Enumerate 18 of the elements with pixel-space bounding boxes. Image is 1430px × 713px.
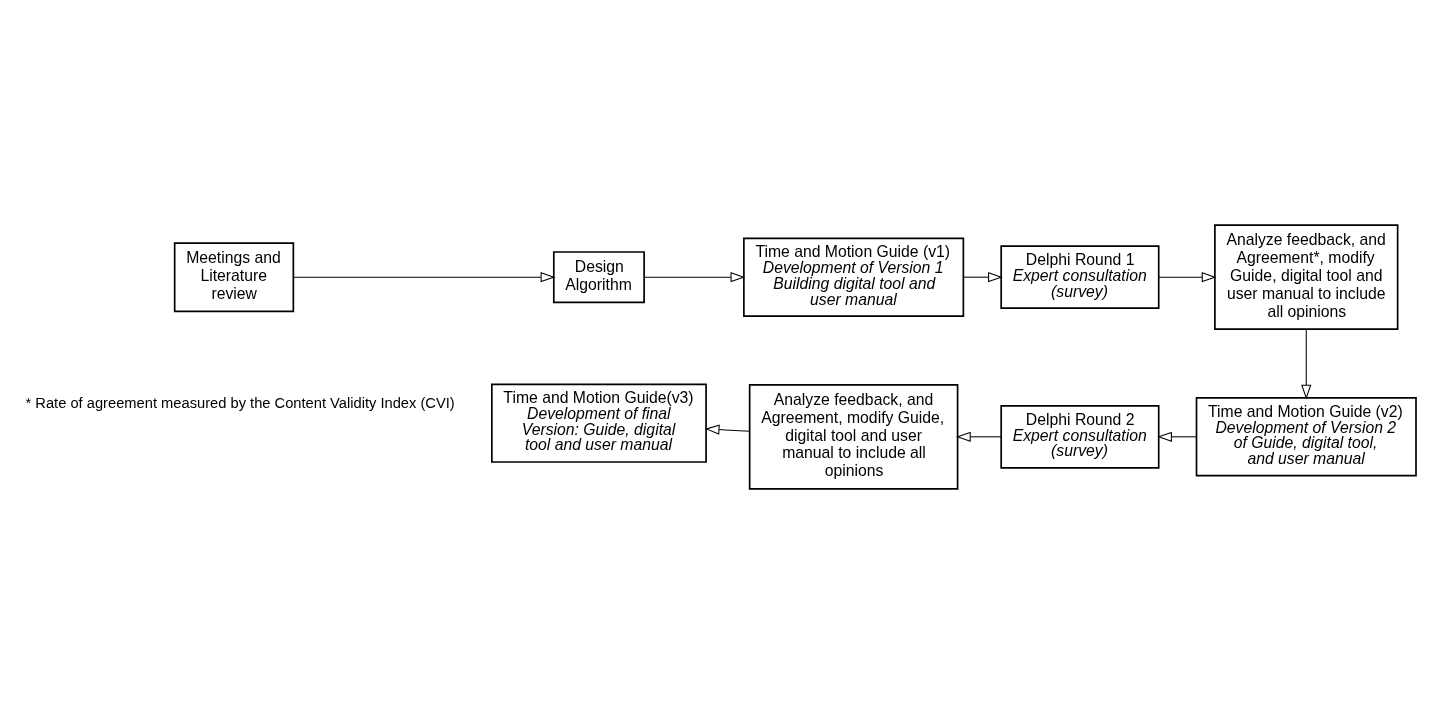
node-box: Time and Motion Guide (v2) Development of Version 2 of Guide, digital tool, and user manual: [1195, 396, 1417, 476]
arrow: [1301, 328, 1312, 399]
node-box: Analyze feedback, and Agreement, modify Guide, digital tool and user manual to include all opinions: [748, 383, 959, 490]
arrow: [704, 423, 751, 435]
node-box: Delphi Round 2 Expert consultation (survey): [1000, 404, 1160, 469]
node-box: Design Algorithm: [552, 250, 645, 303]
label: * Rate of agreement measured by the Content Validity Index (CVI): [25, 394, 455, 411]
node-box: Delphi Round 1 Expert consultation (survey): [1000, 244, 1160, 309]
arrow: [1158, 271, 1217, 282]
arrow: [1157, 431, 1197, 442]
node-box: Time and Motion Guide (v1) Development of Version 1 Building digital tool and user manual: [743, 237, 965, 317]
node-box: Analyze feedback, and Agreement*, modify Guide, digital tool and user manual to include all opinions: [1214, 223, 1399, 330]
arrow: [956, 431, 1002, 442]
arrow: [962, 271, 1003, 282]
node-box: Time and Motion Guide(v3) Development of final Version: Guide, digital tool and user manual: [491, 382, 707, 463]
node-box: Meetings and Literature review: [173, 241, 295, 312]
arrow: [643, 271, 746, 282]
arrow: [292, 271, 556, 282]
